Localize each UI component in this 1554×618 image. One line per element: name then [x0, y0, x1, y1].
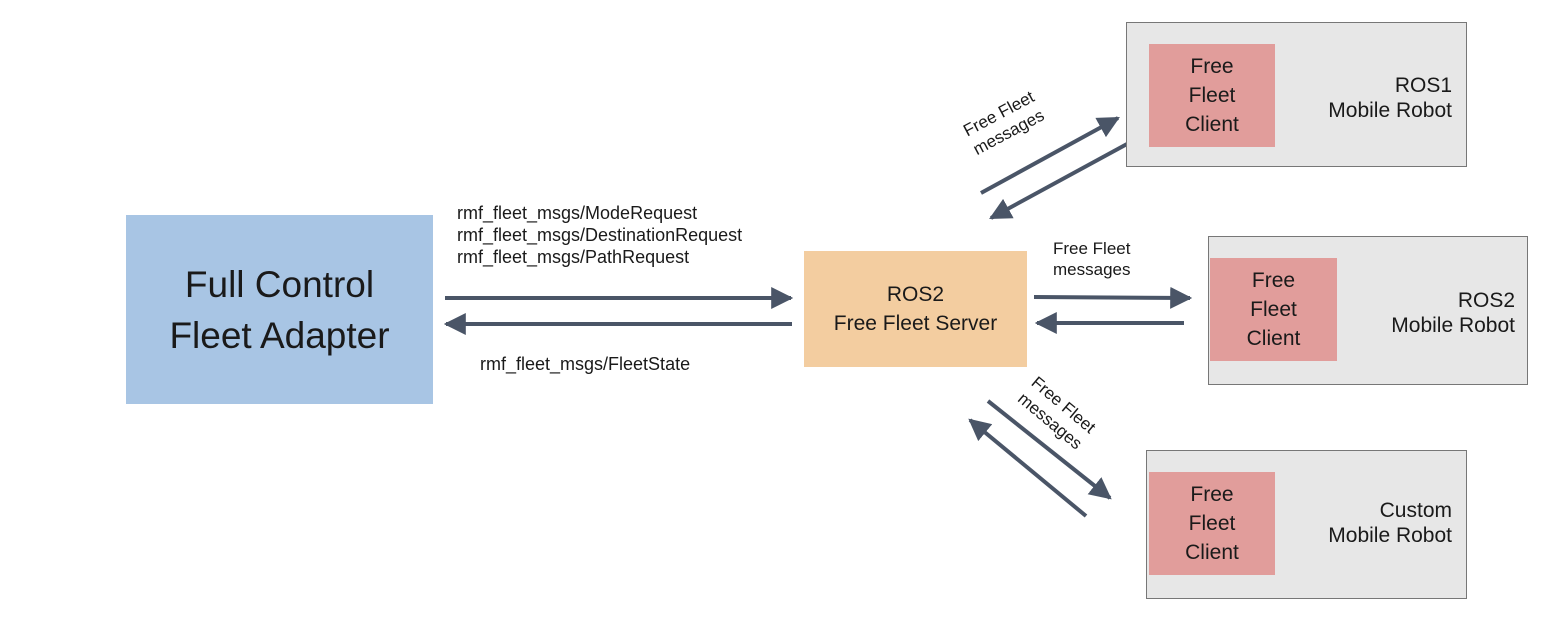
messages-label-line2: messages — [1053, 260, 1131, 279]
ros2-mobile-robot-box: Free Fleet Client ROS2 Mobile Robot — [1208, 236, 1528, 385]
robot-label-line2: Mobile Robot — [1328, 99, 1452, 122]
adapter-title-line2: Fleet Adapter — [169, 314, 390, 356]
request-messages-label: rmf_fleet_msgs/ModeRequest rmf_fleet_msg… — [457, 202, 742, 268]
client-line3: Client — [1185, 113, 1239, 136]
client-line1: Free — [1190, 483, 1234, 506]
ros2-robot-label: ROS2 Mobile Robot — [1391, 288, 1515, 338]
fleet-state-label: rmf_fleet_msgs/FleetState — [480, 354, 691, 374]
adapter-title-line1: Full Control — [184, 263, 375, 305]
ros1-robot-label: ROS1 Mobile Robot — [1328, 73, 1452, 123]
full-control-fleet-adapter-box: Full Control Fleet Adapter — [126, 215, 433, 404]
robot-label-line2: Mobile Robot — [1391, 314, 1515, 337]
mode-request-label: rmf_fleet_msgs/ModeRequest — [457, 203, 698, 223]
client-line1: Free — [1190, 55, 1234, 78]
ros1-mobile-robot-box: Free Fleet Client ROS1 Mobile Robot — [1126, 22, 1467, 167]
server-title-line1: ROS2 — [886, 283, 945, 306]
robot-label-line1: ROS2 — [1457, 289, 1515, 312]
custom-robot-label: Custom Mobile Robot — [1328, 498, 1452, 548]
client-line3: Client — [1246, 327, 1301, 350]
client-line1: Free — [1251, 269, 1296, 292]
custom-mobile-robot-box: Free Fleet Client Custom Mobile Robot — [1146, 450, 1467, 599]
custom-free-fleet-client-box: Free Fleet Client — [1149, 472, 1275, 575]
client-line2: Fleet — [1250, 298, 1297, 321]
ros1-outgoing-arrow — [980, 116, 1120, 195]
client-line3: Client — [1185, 541, 1239, 564]
custom-incoming-arrow — [968, 418, 1088, 518]
robot-label-line1: Custom — [1379, 499, 1452, 522]
custom-outgoing-arrow — [986, 399, 1112, 500]
free-fleet-server-box: ROS2 Free Fleet Server — [804, 251, 1027, 367]
robot-label-line1: ROS1 — [1394, 74, 1452, 97]
client-line2: Fleet — [1188, 84, 1236, 107]
ros2-outgoing-arrow — [1033, 286, 1193, 309]
path-request-label: rmf_fleet_msgs/PathRequest — [457, 247, 690, 267]
robot-label-line2: Mobile Robot — [1328, 524, 1452, 547]
ros2-free-fleet-messages-label: Free Fleet messages — [1053, 238, 1130, 280]
ros1-incoming-arrow — [989, 142, 1128, 220]
ros1-free-fleet-client-box: Free Fleet Client — [1149, 44, 1275, 147]
server-title-line2: Free Fleet Server — [833, 312, 998, 335]
client-line2: Fleet — [1188, 512, 1236, 535]
destination-request-label: rmf_fleet_msgs/DestinationRequest — [457, 225, 743, 245]
messages-label-line1: Free Fleet — [1053, 239, 1131, 258]
ros2-free-fleet-client-box: Free Fleet Client — [1210, 258, 1337, 361]
